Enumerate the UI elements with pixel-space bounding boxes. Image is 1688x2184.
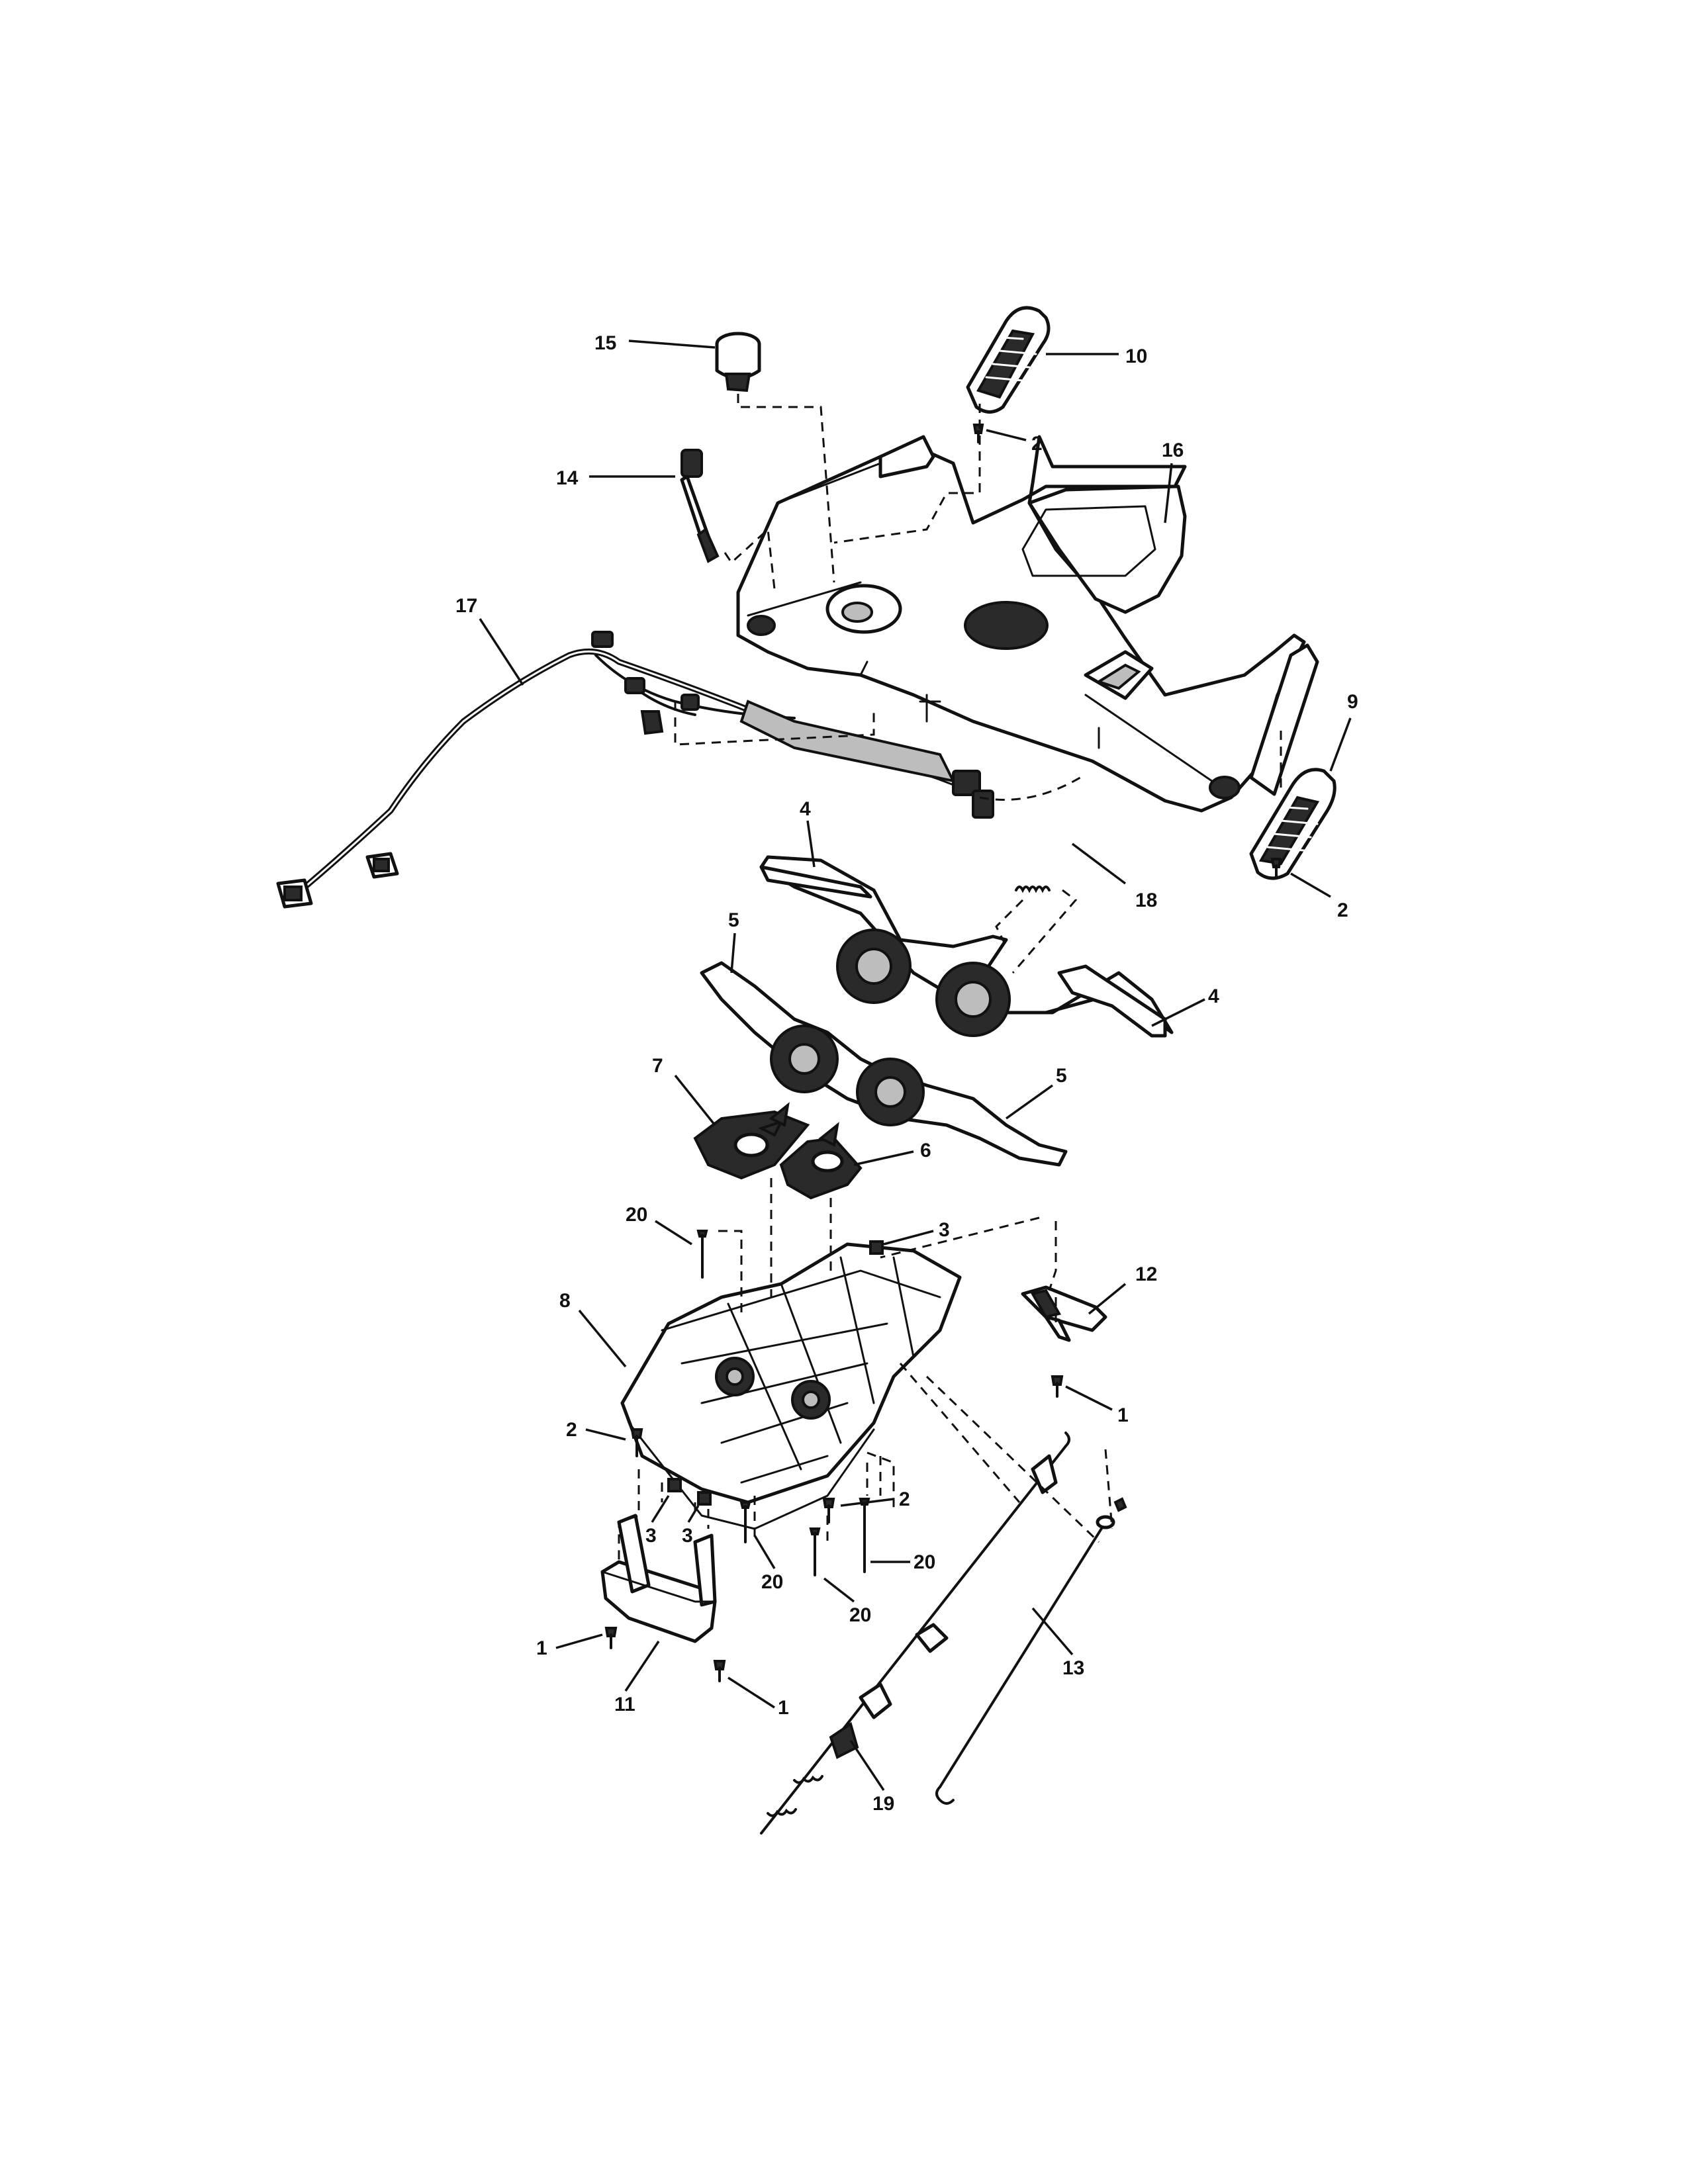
callout-10: 10 — [1125, 345, 1147, 367]
callout-2: 2 — [1031, 433, 1043, 455]
callout-13: 13 — [1062, 1657, 1084, 1679]
callout-3: 3 — [682, 1525, 693, 1547]
wire-harness-part-17 — [276, 631, 994, 909]
callout-17: 17 — [455, 595, 477, 617]
grip-pad-part-10 — [966, 306, 1051, 414]
callout-15: 15 — [594, 332, 616, 354]
lever-part-14 — [680, 449, 720, 563]
callout-2: 2 — [899, 1488, 910, 1510]
callout-4: 4 — [1208, 985, 1219, 1007]
grip-pad-part-9 — [1249, 768, 1336, 880]
direction-arrows — [769, 1102, 839, 1147]
bracket-part-12 — [1021, 1285, 1107, 1342]
callout-1: 1 — [778, 1697, 789, 1719]
callout-12: 12 — [1135, 1263, 1157, 1285]
callout-2: 2 — [1337, 899, 1348, 921]
callout-4: 4 — [800, 798, 811, 820]
callout-20: 20 — [914, 1551, 935, 1573]
callout-20: 20 — [626, 1204, 647, 1226]
callout-16: 16 — [1162, 439, 1184, 461]
callout-20: 20 — [761, 1571, 783, 1593]
leader-lines — [479, 340, 1352, 1791]
callout-labels: 15 10 2 16 14 17 9 2 4 18 5 4 7 5 6 20 3… — [455, 332, 1358, 1815]
knob-part-15 — [715, 332, 761, 392]
control-panel-part-16 — [736, 435, 1319, 813]
callout-1: 1 — [1117, 1404, 1129, 1426]
lever-arm-part-5 — [700, 961, 1068, 1167]
cam-plate-part-7 — [693, 1110, 810, 1180]
callout-3: 3 — [939, 1219, 950, 1241]
alignment-lines — [618, 394, 1282, 1562]
callout-20: 20 — [849, 1604, 871, 1626]
lever-arm-part-4 — [759, 855, 1174, 1038]
callout-7: 7 — [652, 1055, 663, 1077]
spring-part-18 — [1015, 886, 1051, 893]
callout-18: 18 — [1135, 889, 1157, 911]
callout-9: 9 — [1347, 691, 1358, 713]
callout-3: 3 — [645, 1525, 657, 1547]
callout-6: 6 — [920, 1140, 931, 1161]
callout-5: 5 — [1056, 1065, 1067, 1087]
callout-19: 19 — [872, 1793, 894, 1815]
callout-14: 14 — [556, 467, 579, 489]
base-plate-part-8 — [620, 1242, 962, 1530]
callout-11: 11 — [614, 1694, 635, 1715]
callout-2: 2 — [566, 1419, 577, 1441]
callout-5: 5 — [728, 909, 739, 931]
fasteners — [604, 424, 1282, 1682]
rod-part-13 — [935, 1497, 1127, 1805]
callout-8: 8 — [559, 1290, 571, 1312]
cable-part-19 — [760, 1432, 1070, 1835]
callout-1: 1 — [536, 1637, 547, 1659]
cam-plate-part-6 — [779, 1136, 863, 1200]
